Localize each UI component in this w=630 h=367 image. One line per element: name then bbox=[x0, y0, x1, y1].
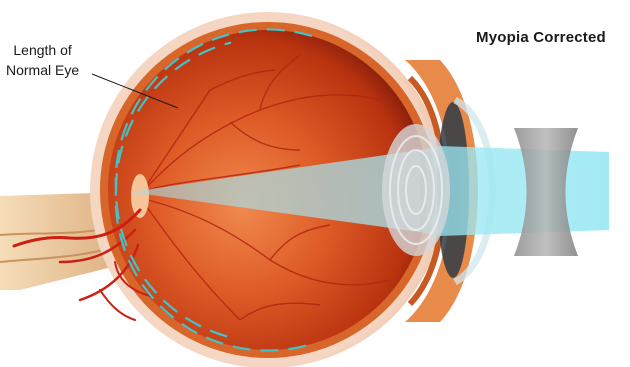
callout-line-1: Length of bbox=[6, 40, 79, 60]
normal-eye-callout: Length of Normal Eye bbox=[6, 40, 79, 80]
crystalline-lens bbox=[382, 124, 450, 256]
callout-line-2: Normal Eye bbox=[6, 60, 79, 80]
diagram-title: Myopia Corrected bbox=[476, 29, 630, 46]
